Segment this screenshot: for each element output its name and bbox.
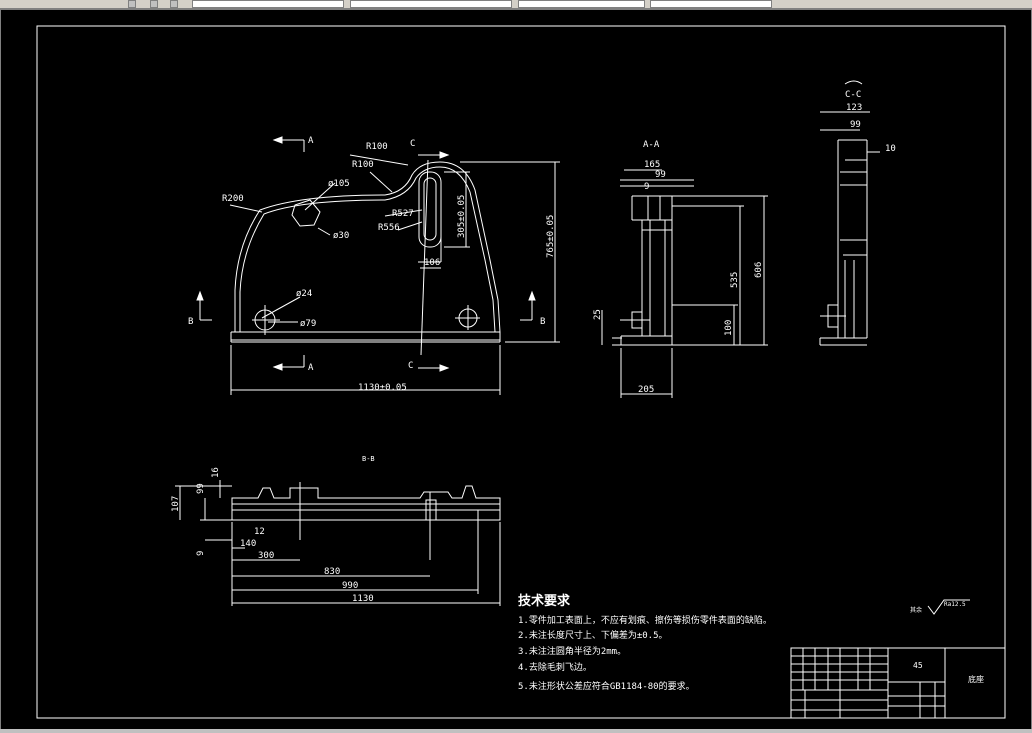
dropdown-icon[interactable] bbox=[150, 0, 158, 8]
dim-w1130: 1130±0.05 bbox=[358, 383, 407, 393]
dim-d24: ø24 bbox=[296, 289, 312, 299]
bb-dim-300: 300 bbox=[258, 551, 274, 561]
bb-dim-990: 990 bbox=[342, 581, 358, 591]
label-b-right: B bbox=[540, 317, 545, 327]
linetype-dropdown[interactable] bbox=[518, 0, 645, 8]
tool-icon[interactable] bbox=[128, 0, 136, 8]
note-3: 3.未注注圆角半径为2mm。 bbox=[518, 645, 626, 657]
bb-dim-1130: 1130 bbox=[352, 594, 374, 604]
aa-dim-100: 100 bbox=[724, 320, 734, 336]
cc-dim-123: 123 bbox=[846, 103, 862, 113]
label-c-top: C bbox=[410, 139, 415, 149]
color-dropdown[interactable] bbox=[350, 0, 512, 8]
lineweight-dropdown[interactable] bbox=[650, 0, 772, 8]
section-cc-view bbox=[819, 80, 880, 346]
dim-h765: 765±0.05 bbox=[546, 215, 556, 258]
drawing-canvas[interactable]: A A B B C C R100 R100 R200 ø105 ø30 R527… bbox=[0, 9, 1030, 729]
cc-dim-99: 99 bbox=[850, 120, 861, 130]
label-a-bottom: A bbox=[308, 363, 314, 373]
bb-dim-107: 107 bbox=[171, 496, 181, 512]
note-4: 4.去除毛刺飞边。 bbox=[518, 661, 592, 673]
aa-dim-535: 535 bbox=[730, 272, 740, 288]
dim-w106: 106 bbox=[424, 258, 440, 268]
aa-dim-9: 9 bbox=[644, 182, 649, 192]
roughness-symbol bbox=[927, 599, 970, 615]
front-view bbox=[196, 136, 560, 395]
title-block bbox=[790, 647, 1006, 719]
aa-dim-25: 25 bbox=[593, 309, 603, 320]
sheet-border bbox=[36, 25, 1006, 719]
bb-dim-9: 9 bbox=[196, 551, 206, 556]
settings-icon[interactable] bbox=[170, 0, 178, 8]
cc-dim-10: 10 bbox=[885, 144, 896, 154]
aa-dim-606: 606 bbox=[754, 262, 764, 278]
aa-dim-205: 205 bbox=[638, 385, 654, 395]
aa-dim-165: 165 bbox=[644, 160, 660, 170]
status-strip bbox=[0, 729, 1032, 733]
label-c-bottom: C bbox=[408, 361, 413, 371]
dim-r100-a: R100 bbox=[366, 142, 388, 152]
technical-notes: 技术要求 1.零件加工表面上，不应有划痕、擦伤等损伤零件表面的缺陷。 2.未注长… bbox=[518, 593, 772, 692]
part-name: 底座 bbox=[968, 674, 984, 684]
dim-r100-b: R100 bbox=[352, 160, 374, 170]
roughness-label: 其余 bbox=[910, 606, 922, 614]
dim-r200: R200 bbox=[222, 194, 244, 204]
note-2: 2.未注长度尺寸上、下偏差为±0.5。 bbox=[518, 629, 668, 641]
dim-h305: 305±0.05 bbox=[457, 195, 467, 238]
bb-title: B-B bbox=[362, 455, 375, 463]
cc-title: C-C bbox=[845, 90, 861, 100]
label-b-left: B bbox=[188, 317, 193, 327]
aa-dim-99: 99 bbox=[655, 170, 666, 180]
section-aa-view bbox=[601, 169, 768, 398]
dim-d30: ø30 bbox=[333, 231, 349, 241]
layer-dropdown[interactable] bbox=[192, 0, 344, 8]
material-label: 45 bbox=[913, 661, 923, 670]
dim-r556: R556 bbox=[378, 223, 400, 233]
bb-dim-99: 99 bbox=[196, 483, 206, 494]
section-bb-view bbox=[175, 480, 501, 606]
label-a-top: A bbox=[308, 136, 314, 146]
dim-d79: ø79 bbox=[300, 319, 316, 329]
bb-dim-140: 140 bbox=[240, 539, 256, 549]
note-1: 1.零件加工表面上，不应有划痕、擦伤等损伤零件表面的缺陷。 bbox=[518, 614, 772, 626]
dim-d105: ø105 bbox=[328, 179, 350, 189]
roughness-value: Ra12.5 bbox=[944, 601, 966, 608]
bb-dim-16: 16 bbox=[211, 467, 221, 478]
notes-title: 技术要求 bbox=[518, 593, 571, 609]
aa-title: A-A bbox=[643, 140, 660, 150]
bb-dim-830: 830 bbox=[324, 567, 340, 577]
toolbar bbox=[0, 0, 1032, 9]
bb-dim-12: 12 bbox=[254, 527, 265, 537]
note-5: 5.未注形状公差应符合GB1184-80的要求。 bbox=[518, 680, 695, 692]
dim-r527: R527 bbox=[392, 209, 414, 219]
